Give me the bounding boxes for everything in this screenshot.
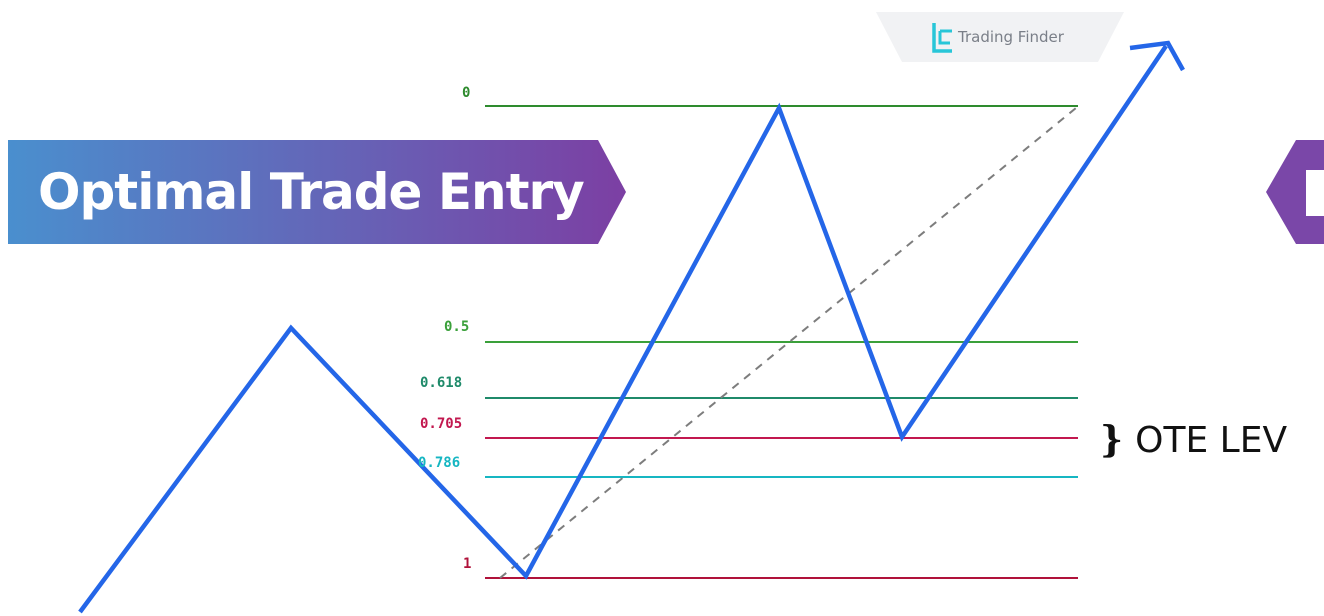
ote-text: OTE LEV bbox=[1135, 420, 1288, 461]
price-path bbox=[78, 44, 1168, 614]
brand-badge: Trading Finder bbox=[876, 12, 1124, 62]
level-label-0-5: 0.5 bbox=[444, 319, 470, 335]
banner-shape bbox=[8, 140, 626, 244]
level-label-0: 0 bbox=[462, 85, 471, 101]
level-label-1: 1 bbox=[463, 556, 472, 572]
level-label-0-618: 0.618 bbox=[420, 375, 463, 391]
brand-logo-icon bbox=[932, 23, 952, 53]
brand-name: Trading Finder bbox=[958, 28, 1064, 46]
ote-brace: } bbox=[1100, 419, 1124, 461]
title-banner: Optimal Trade Entry bbox=[8, 140, 626, 244]
ote-levels-label: } OTE LEV bbox=[1100, 418, 1287, 463]
next-banner-tab bbox=[1266, 140, 1324, 244]
page-title: Optimal Trade Entry bbox=[38, 163, 585, 221]
arrowhead-icon bbox=[1129, 40, 1185, 72]
level-label-0-786: 0.786 bbox=[418, 455, 461, 471]
level-label-0-705: 0.705 bbox=[420, 416, 463, 432]
fib-anchor-dashed-line bbox=[499, 107, 1077, 579]
